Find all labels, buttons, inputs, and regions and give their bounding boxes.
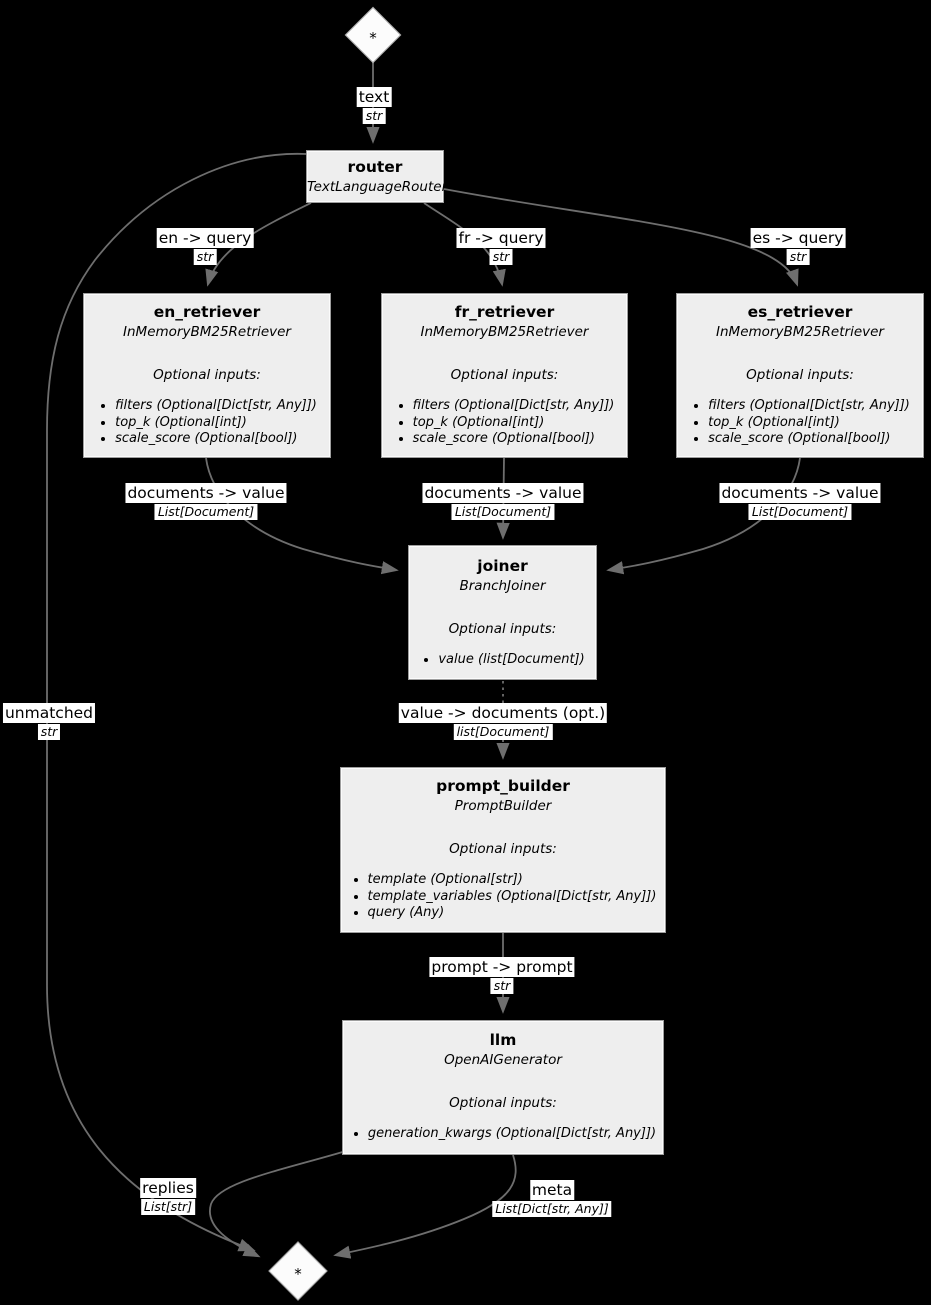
edge-type-label: str bbox=[489, 249, 513, 265]
node-type: TextLanguageRouter bbox=[307, 178, 448, 195]
edge-router-unmatched-end bbox=[46, 153, 307, 1252]
input-item: top_k (Optional[int]) bbox=[413, 415, 615, 432]
edge-type-label: str bbox=[37, 724, 61, 740]
optional-inputs-list: value (list[Document]) bbox=[420, 652, 584, 669]
edge-label: documents -> value bbox=[422, 483, 584, 503]
edge-label: unmatched bbox=[2, 703, 96, 723]
optional-inputs-list: generation_kwargs (Optional[Dict[str, An… bbox=[350, 1126, 656, 1143]
input-item: generation_kwargs (Optional[Dict[str, An… bbox=[368, 1126, 656, 1143]
node-type: InMemoryBM25Retriever bbox=[123, 324, 291, 340]
edge-label-es-query: es -> query str bbox=[750, 228, 846, 265]
input-item: scale_score (Optional[bool]) bbox=[708, 431, 910, 448]
optional-inputs-list: filters (Optional[Dict[str, Any]]) top_k… bbox=[395, 398, 615, 448]
node-title: es_retriever bbox=[747, 303, 853, 321]
node-title: router bbox=[347, 157, 403, 176]
start-node: * bbox=[344, 6, 402, 64]
end-node: * bbox=[268, 1241, 328, 1301]
edge-type-label: List[Document] bbox=[154, 504, 258, 520]
input-item: scale_score (Optional[bool]) bbox=[413, 431, 615, 448]
optional-inputs-list: filters (Optional[Dict[str, Any]]) top_k… bbox=[97, 398, 317, 448]
input-item: filters (Optional[Dict[str, Any]]) bbox=[413, 398, 615, 415]
edge-router-es-retriever bbox=[443, 188, 799, 287]
node-title: llm bbox=[489, 1031, 517, 1049]
input-item: query (Any) bbox=[368, 905, 657, 922]
edge-label-value-documents: value -> documents (opt.) list[Document] bbox=[398, 703, 608, 740]
edge-label-unmatched: unmatched str bbox=[2, 703, 96, 740]
node-router: router TextLanguageRouter bbox=[306, 150, 448, 203]
node-prompt-builder: prompt_builder PromptBuilder Optional in… bbox=[340, 767, 666, 933]
edge-type-label: str bbox=[362, 108, 386, 124]
node-joiner: joiner BranchJoiner Optional inputs: val… bbox=[408, 545, 597, 680]
input-item: template (Optional[str]) bbox=[368, 872, 657, 889]
input-item: filters (Optional[Dict[str, Any]]) bbox=[115, 398, 317, 415]
edge-label: prompt -> prompt bbox=[429, 957, 575, 977]
edge-label: documents -> value bbox=[125, 483, 287, 503]
edge-llm-meta-end bbox=[333, 1154, 517, 1259]
start-node-symbol: * bbox=[369, 28, 377, 47]
optional-inputs-header: Optional inputs: bbox=[449, 1095, 557, 1111]
edge-label-en-documents: documents -> value List[Document] bbox=[125, 483, 287, 520]
edge-label: en -> query bbox=[156, 228, 254, 248]
node-type: InMemoryBM25Retriever bbox=[420, 324, 589, 340]
edge-label-meta: meta List[Dict[str, Any]] bbox=[492, 1180, 612, 1217]
node-type: InMemoryBM25Retriever bbox=[716, 324, 884, 340]
edge-type-label: List[Dict[str, Any]] bbox=[492, 1201, 612, 1217]
edge-label: es -> query bbox=[750, 228, 846, 248]
edge-label-prompt: prompt -> prompt str bbox=[429, 957, 575, 994]
edge-label-es-documents: documents -> value List[Document] bbox=[719, 483, 881, 520]
node-es-retriever: es_retriever InMemoryBM25Retriever Optio… bbox=[676, 293, 924, 458]
edge-label-text: text str bbox=[356, 87, 392, 124]
edge-type-label: List[str] bbox=[140, 1199, 196, 1215]
edge-type-label: List[Document] bbox=[748, 504, 852, 520]
optional-inputs-header: Optional inputs: bbox=[450, 367, 559, 383]
edge-label: value -> documents (opt.) bbox=[398, 703, 608, 723]
end-node-symbol: * bbox=[294, 1264, 302, 1283]
optional-inputs-header: Optional inputs: bbox=[746, 367, 854, 383]
edge-llm-replies-end bbox=[208, 1150, 347, 1258]
edge-label-replies: replies List[str] bbox=[140, 1178, 196, 1215]
node-title: fr_retriever bbox=[454, 303, 555, 321]
node-type: BranchJoiner bbox=[459, 578, 546, 594]
node-title: prompt_builder bbox=[436, 777, 570, 795]
input-item: filters (Optional[Dict[str, Any]]) bbox=[708, 398, 910, 415]
input-item: value (list[Document]) bbox=[438, 652, 584, 669]
optional-inputs-header: Optional inputs: bbox=[153, 367, 261, 383]
edge-label-en-query: en -> query str bbox=[156, 228, 254, 265]
edge-label: fr -> query bbox=[456, 228, 546, 248]
node-type: PromptBuilder bbox=[454, 798, 552, 814]
edge-label-fr-query: fr -> query str bbox=[456, 228, 546, 265]
edge-label: meta bbox=[529, 1180, 575, 1200]
optional-inputs-list: template (Optional[str]) template_variab… bbox=[350, 872, 657, 922]
input-item: top_k (Optional[int]) bbox=[115, 415, 317, 432]
edge-type-label: str bbox=[193, 249, 217, 265]
input-item: scale_score (Optional[bool]) bbox=[115, 431, 317, 448]
input-item: top_k (Optional[int]) bbox=[708, 415, 910, 432]
node-llm: llm OpenAIGenerator Optional inputs: gen… bbox=[342, 1020, 664, 1155]
edge-type-label: List[Document] bbox=[451, 504, 555, 520]
edge-label-fr-documents: documents -> value List[Document] bbox=[422, 483, 584, 520]
edge-type-label: str bbox=[786, 249, 810, 265]
node-title: joiner bbox=[477, 557, 528, 575]
optional-inputs-header: Optional inputs: bbox=[449, 841, 557, 857]
edge-type-label: list[Document] bbox=[453, 724, 553, 740]
edge-label: text bbox=[356, 87, 392, 107]
edge-label: replies bbox=[140, 1178, 196, 1198]
node-title: en_retriever bbox=[153, 303, 261, 321]
optional-inputs-header: Optional inputs: bbox=[448, 621, 557, 637]
edge-type-label: str bbox=[490, 978, 514, 994]
node-type: OpenAIGenerator bbox=[444, 1052, 562, 1068]
node-fr-retriever: fr_retriever InMemoryBM25Retriever Optio… bbox=[381, 293, 628, 458]
input-item: template_variables (Optional[Dict[str, A… bbox=[368, 889, 657, 906]
optional-inputs-list: filters (Optional[Dict[str, Any]]) top_k… bbox=[690, 398, 910, 448]
node-en-retriever: en_retriever InMemoryBM25Retriever Optio… bbox=[83, 293, 331, 458]
edge-label: documents -> value bbox=[719, 483, 881, 503]
